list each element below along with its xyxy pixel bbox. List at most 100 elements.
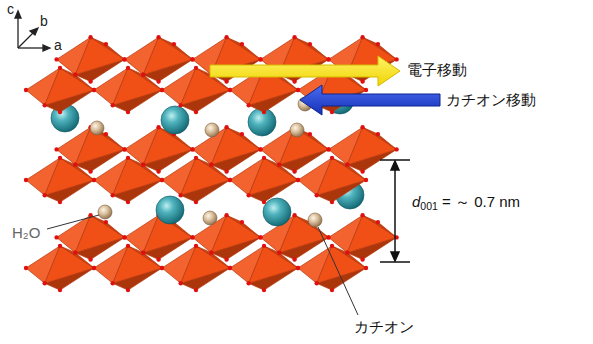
octahedron-face [196, 246, 230, 268]
octahedron-face [128, 158, 162, 180]
oxygen-atom [292, 213, 296, 217]
octahedron-face [332, 158, 366, 180]
oxygen-atom [292, 35, 296, 39]
oxygen-atom [126, 66, 130, 70]
axis-label: c [5, 0, 16, 18]
oxygen-atom [122, 147, 126, 151]
oxygen-atom [360, 257, 364, 261]
octahedron-face [181, 158, 230, 195]
cation-sphere [263, 198, 291, 226]
oxygen-atom [160, 178, 164, 182]
oxygen-atom [224, 35, 228, 39]
axis-line [17, 16, 18, 48]
oxygen-atom [308, 42, 312, 46]
oxygen-atom [172, 42, 176, 46]
oxygen-atom [126, 200, 130, 204]
octahedron-face [60, 68, 94, 90]
oxygen-atom [345, 163, 349, 167]
oxygen-atom [104, 132, 108, 136]
oxygen-atom [122, 235, 126, 239]
oxygen-atom [58, 66, 62, 70]
oxygen-atom [126, 110, 130, 114]
oxygen-atom [104, 42, 108, 46]
octahedron [160, 244, 232, 293]
oxygen-atom [308, 132, 312, 136]
octahedron-face [264, 158, 298, 180]
axis-label: b [38, 12, 50, 30]
octahedron-face [60, 246, 94, 268]
oxygen-atom [24, 266, 28, 270]
octahedron-face [227, 37, 261, 59]
oxygen-atom [141, 163, 145, 167]
oxygen-atom [24, 178, 28, 182]
oxygen-atom [92, 88, 96, 92]
oxygen-atom [258, 147, 262, 151]
oxygen-atom [156, 79, 160, 83]
oxygen-atom [190, 57, 194, 61]
octahedron-face [317, 158, 366, 195]
oxygen-atom [92, 88, 96, 92]
arrow-head [391, 161, 399, 170]
octahedron-face [249, 158, 298, 195]
oxygen-atom [240, 132, 244, 136]
oxygen-atom [88, 79, 92, 83]
callout-label: カチオン [352, 318, 416, 336]
oxygen-atom [111, 103, 115, 107]
oxygen-atom [292, 79, 296, 83]
oxygen-atom [326, 235, 330, 239]
oxygen-atom [58, 244, 62, 248]
oxygen-atom [258, 235, 262, 239]
octahedron [24, 66, 96, 115]
axis-label: a [52, 36, 64, 54]
oxygen-atom [345, 251, 349, 255]
oxygen-atom [326, 57, 330, 61]
octahedron-face [279, 127, 328, 164]
oxygen-atom [73, 251, 77, 255]
oxygen-atom [330, 200, 334, 204]
octahedron-face [143, 127, 192, 164]
oxygen-atom [247, 103, 251, 107]
oxygen-atom [141, 163, 145, 167]
oxygen-atom [277, 163, 281, 167]
oxygen-atom [92, 266, 96, 270]
octahedron-face [363, 127, 397, 149]
octahedron [296, 156, 368, 205]
octahedron [24, 156, 96, 205]
oxygen-atom [326, 147, 330, 151]
oxygen-atom [58, 156, 62, 160]
oxygen-atom [376, 42, 380, 46]
oxygen-atom [330, 156, 334, 160]
oxygen-atom [326, 57, 330, 61]
water-sphere [98, 205, 112, 219]
oxygen-atom [228, 266, 232, 270]
leader-line [318, 227, 358, 315]
water-sphere [203, 211, 217, 225]
octahedron-face [211, 215, 260, 252]
octahedron-face [249, 246, 298, 283]
oxygen-atom [126, 288, 130, 292]
arrow-label: 電子移動 [405, 61, 469, 79]
oxygen-atom [292, 257, 296, 261]
oxygen-atom [296, 266, 300, 270]
oxygen-atom [24, 88, 28, 92]
oxygen-atom [111, 193, 115, 197]
oxygen-atom [54, 57, 58, 61]
oxygen-atom [194, 66, 198, 70]
oxygen-atom [315, 281, 319, 285]
oxygen-atom [122, 57, 126, 61]
oxygen-atom [228, 178, 232, 182]
oxygen-atom [345, 251, 349, 255]
octahedron-face [332, 246, 366, 268]
oxygen-atom [360, 35, 364, 39]
oxygen-atom [296, 178, 300, 182]
oxygen-atom [190, 147, 194, 151]
oxygen-atom [141, 73, 145, 77]
water-sphere [290, 123, 304, 137]
oxygen-atom [58, 288, 62, 292]
arrow-head [30, 28, 38, 35]
octahedron-face [45, 158, 94, 195]
axis-line [18, 47, 44, 48]
oxygen-atom [73, 73, 77, 77]
